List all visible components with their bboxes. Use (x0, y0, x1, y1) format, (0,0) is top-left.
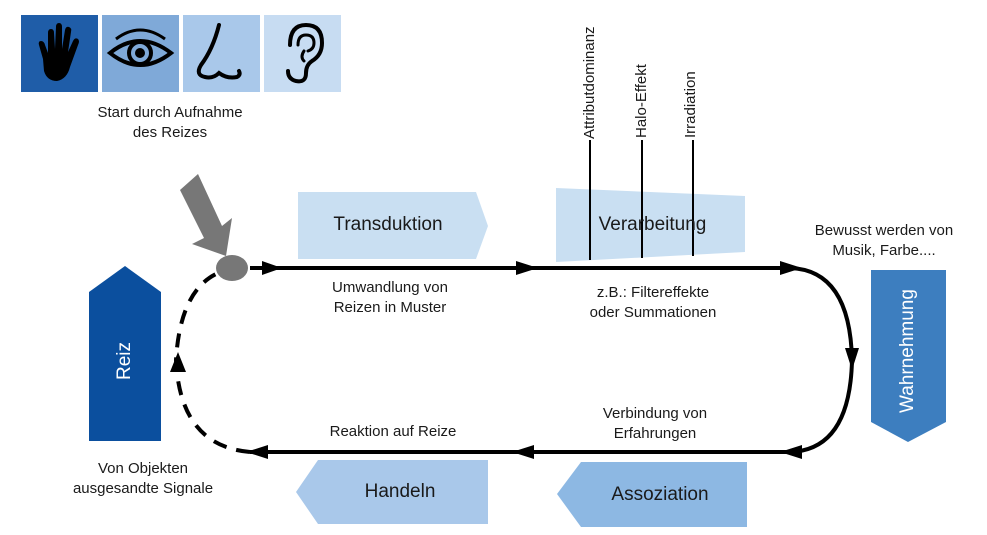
stimulus-arrow (180, 174, 232, 256)
assoziation-box (557, 462, 747, 527)
verbindung-line1: Verbindung von (602, 405, 708, 422)
umwandlung-line2: Reizen in Muster (333, 299, 447, 316)
umwandlung-text: Umwandlung von Reizen in Muster (300, 278, 480, 318)
start-label-line1: Start durch Aufnahme (97, 104, 243, 121)
reaktion-text: Reaktion auf Reize (329, 423, 457, 440)
verarbeitung-label: Verarbeitung (598, 214, 707, 235)
start-node (216, 255, 248, 281)
bewusst-line1: Bewusst werden von (814, 222, 954, 239)
start-label: Start durch Aufnahme des Reizes (60, 103, 280, 143)
sense-icons (21, 15, 341, 93)
arrowhead-1 (262, 261, 282, 275)
effect-label-irradiation: Irradiation (682, 71, 699, 138)
eye-icon (102, 15, 179, 92)
filtereffekte-line1: z.B.: Filtereffekte (596, 284, 710, 301)
arrowhead-2 (516, 261, 538, 275)
loop-left-dashed (173, 272, 251, 454)
transduktion-label: Transduktion (333, 214, 443, 235)
arrowhead-8 (170, 352, 186, 372)
objekte-line1: Von Objekten (97, 460, 189, 477)
verarbeitung-box (556, 188, 745, 262)
effect-label-attributdominanz: Attributdominanz (581, 26, 598, 139)
start-label-line2: des Reizes (132, 124, 208, 141)
verbindung-line2: Erfahrungen (613, 425, 697, 442)
assoziation-label: Assoziation (611, 484, 709, 505)
arrowhead-3 (780, 261, 802, 275)
filtereffekte-text: z.B.: Filtereffekte oder Summationen (558, 283, 748, 323)
ear-icon (264, 15, 341, 92)
verbindung-text: Verbindung von Erfahrungen (570, 404, 740, 444)
umwandlung-line1: Umwandlung von (332, 279, 448, 296)
objekte-line2: ausgesandte Signale (72, 480, 214, 497)
arrowhead-7 (246, 445, 268, 459)
transduktion-box (298, 192, 488, 259)
handeln-box (296, 460, 488, 524)
reiz-label: Reiz (114, 342, 135, 381)
bewusst-text: Bewusst werden von Musik, Farbe.... (790, 221, 978, 261)
effect-label-halo: Halo-Effekt (633, 64, 650, 138)
wahrnehmung-label: Wahrnehmung (897, 289, 918, 413)
arrowhead-5 (780, 445, 802, 459)
arrowhead-6 (512, 445, 534, 459)
loop-right-curve (789, 266, 855, 454)
reiz-box (89, 266, 161, 441)
objekte-text: Von Objekten ausgesandte Signale (48, 459, 238, 499)
bewusst-line2: Musik, Farbe.... (832, 242, 936, 259)
handeln-label: Handeln (364, 481, 436, 502)
wahrnehmung-box (871, 270, 946, 442)
arrowhead-4 (845, 348, 859, 370)
filtereffekte-line2: oder Summationen (589, 304, 717, 321)
hand-icon (21, 15, 98, 92)
nose-icon (183, 15, 260, 92)
